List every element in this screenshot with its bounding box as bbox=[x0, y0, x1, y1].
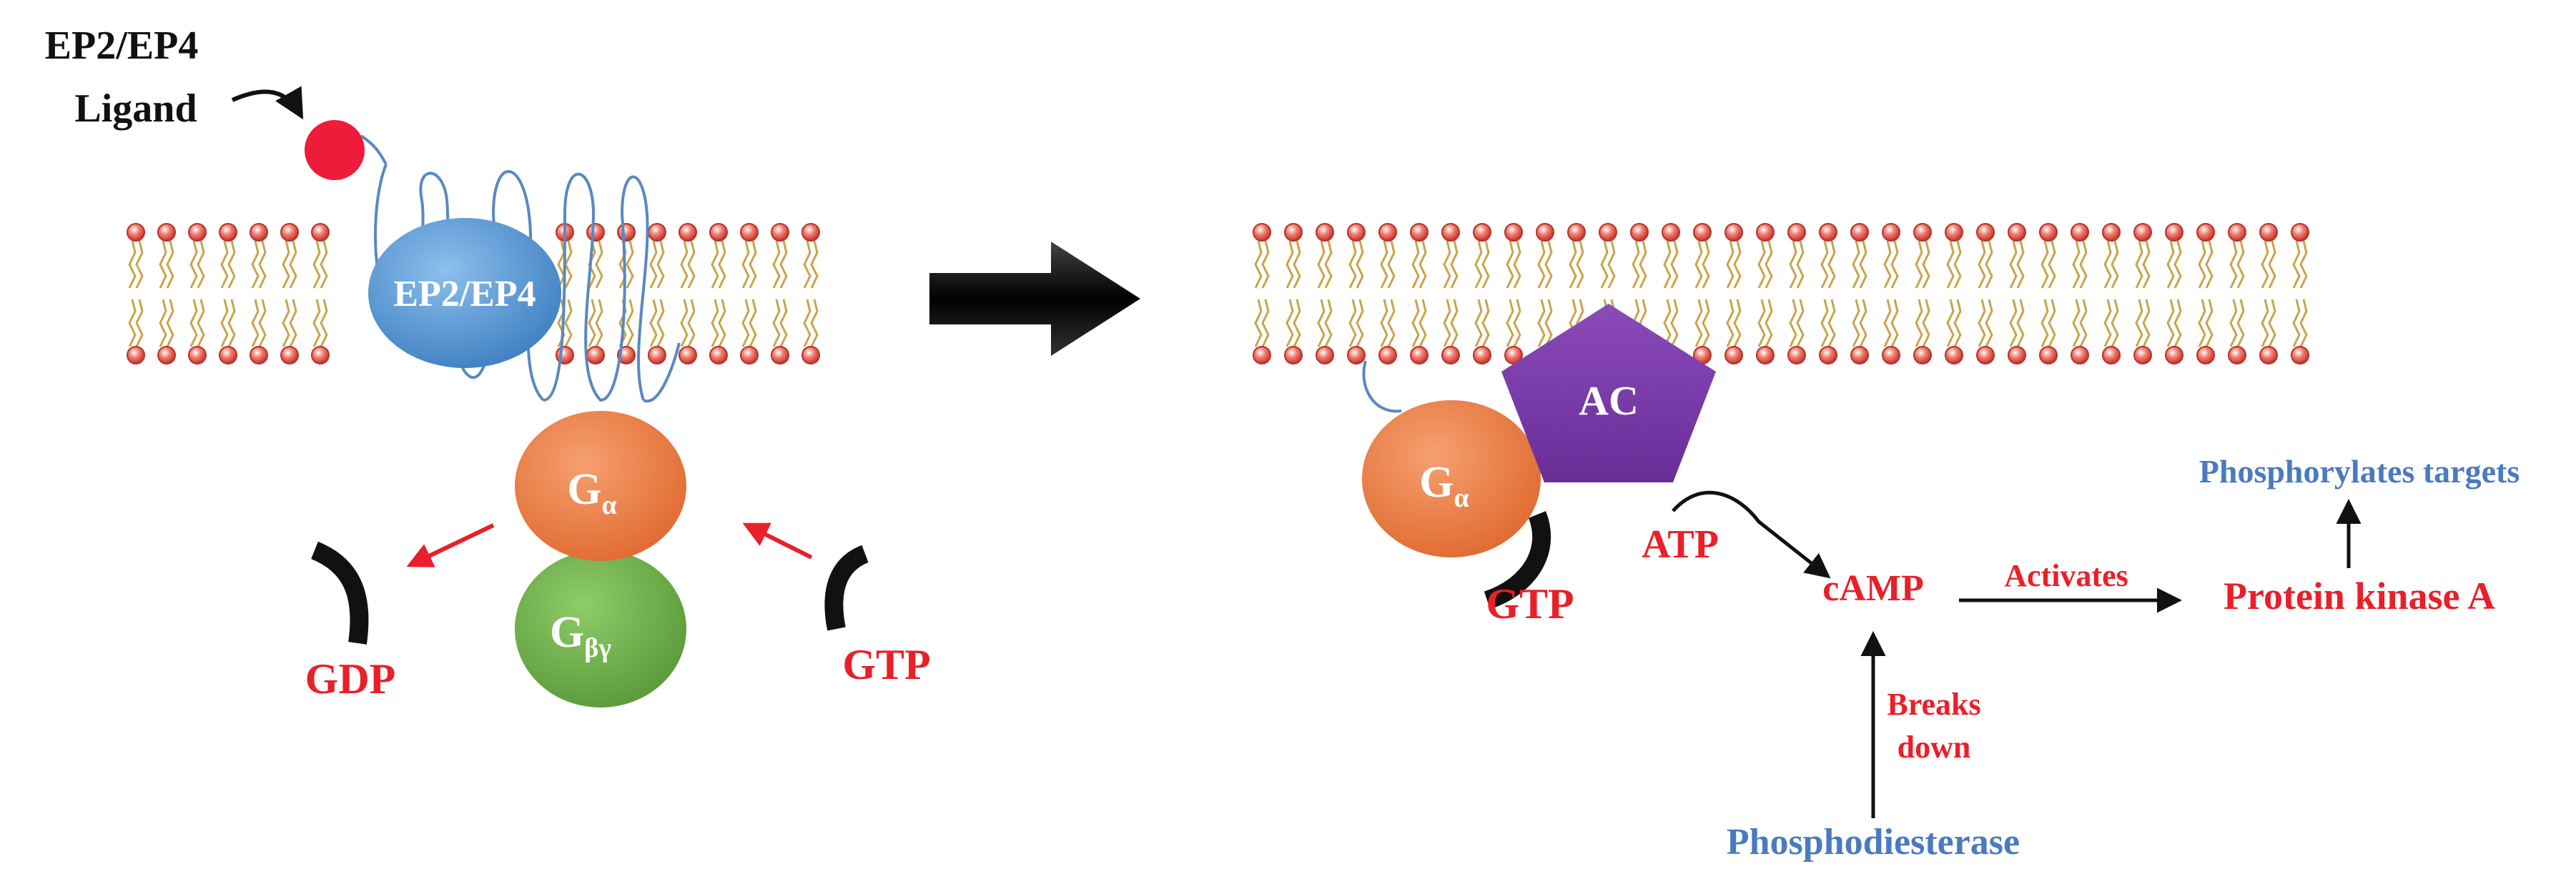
g-alpha-tether bbox=[1362, 360, 1402, 413]
ac-label: AC bbox=[1579, 377, 1639, 424]
g-beta-gamma-label: Gβγ bbox=[550, 608, 611, 663]
phospholipid bbox=[1724, 223, 1743, 364]
phospholipid bbox=[678, 223, 697, 364]
phospholipid bbox=[2071, 223, 2089, 364]
gdp-label: GDP bbox=[305, 655, 396, 702]
transition-arrow-icon bbox=[929, 242, 1140, 356]
atp-label: ATP bbox=[1642, 522, 1719, 567]
phospholipid bbox=[1441, 223, 1460, 364]
phospholipid bbox=[1913, 223, 1932, 364]
gtp-molecule-icon bbox=[824, 545, 869, 631]
breaks-down-line2: down bbox=[1898, 730, 1971, 765]
ep2-ep4-ligand bbox=[305, 120, 365, 180]
pde-label: Phosphodiesterase bbox=[1727, 822, 2020, 863]
phospholipid bbox=[280, 223, 299, 364]
phospholipid bbox=[1850, 223, 1869, 364]
release-arrow-icon bbox=[406, 523, 495, 567]
phospholipid bbox=[2228, 223, 2246, 364]
phospholipid bbox=[1819, 223, 1837, 364]
phospholipid bbox=[188, 223, 207, 364]
adenylyl-cyclase bbox=[1501, 304, 1716, 482]
phospholipid bbox=[2039, 223, 2058, 364]
reaction-arrow-icon bbox=[1672, 490, 1831, 579]
phospholipid bbox=[127, 223, 145, 364]
phospholipid bbox=[2196, 223, 2215, 364]
phospholipid bbox=[648, 223, 666, 364]
phospholipid bbox=[1378, 223, 1397, 364]
gtp-bound-icon bbox=[1484, 511, 1551, 610]
phospholipid bbox=[1976, 223, 1995, 364]
receptor-label: EP2/EP4 bbox=[393, 274, 536, 314]
ligand-label-line1: EP2/EP4 bbox=[45, 24, 199, 68]
cell-membrane-left bbox=[127, 223, 820, 364]
phospholipid bbox=[1504, 223, 1523, 364]
phospholipid bbox=[709, 223, 728, 364]
phospholipid bbox=[2291, 223, 2309, 364]
phospholipid bbox=[2259, 223, 2278, 364]
phospholipid bbox=[771, 223, 789, 364]
phospholipid bbox=[2165, 223, 2183, 364]
binding-gtp-arrow-icon bbox=[742, 522, 813, 560]
ep2-ep4-receptor bbox=[368, 218, 561, 368]
binding-arrow-icon bbox=[231, 86, 304, 120]
phosphorylates-label: Phosphorylates targets bbox=[2199, 453, 2520, 490]
phospholipid bbox=[1787, 223, 1806, 364]
gdp-molecule-icon bbox=[310, 541, 369, 645]
phospholipid bbox=[1945, 223, 1963, 364]
cell-membrane-right bbox=[1253, 223, 2309, 364]
phospholipid bbox=[1253, 223, 1271, 364]
phospholipid bbox=[1410, 223, 1428, 364]
phospholipid bbox=[1347, 223, 1366, 364]
breaks-down-line1: Breaks bbox=[1887, 687, 1980, 722]
g-alpha-protein bbox=[515, 411, 686, 561]
phospholipid bbox=[250, 223, 268, 364]
phospholipid bbox=[740, 223, 759, 364]
phospholipid bbox=[219, 223, 237, 364]
g-alpha-label: Gα bbox=[567, 465, 616, 520]
gtp-label-left: GTP bbox=[842, 641, 930, 688]
phospholipid bbox=[1473, 223, 1491, 364]
phospholipid bbox=[311, 223, 330, 364]
g-alpha-label-active: Gα bbox=[1419, 458, 1469, 513]
phospholipid bbox=[801, 223, 820, 364]
activates-label: Activates bbox=[2004, 558, 2128, 593]
g-beta-gamma-protein bbox=[515, 550, 686, 707]
phospholipid bbox=[2008, 223, 2026, 364]
phospholipid bbox=[1284, 223, 1303, 364]
gtp-label-right: GTP bbox=[1486, 580, 1574, 627]
phospholipid bbox=[157, 223, 176, 364]
pka-label: Protein kinase A bbox=[2224, 575, 2495, 617]
phospholipid bbox=[2133, 223, 2152, 364]
panel-left: EP2/EP4 EP2/EP4 Ligand Gβγ Gα GDP GTP bbox=[45, 24, 931, 707]
ligand-label-line2: Ligand bbox=[74, 86, 197, 131]
g-alpha-protein-active bbox=[1362, 400, 1541, 557]
camp-label: cAMP bbox=[1822, 568, 1923, 609]
phospholipid bbox=[1693, 223, 1712, 364]
phospholipid bbox=[1316, 223, 1334, 364]
phospholipid bbox=[1882, 223, 1900, 364]
phospholipid bbox=[586, 223, 605, 364]
phospholipid bbox=[1756, 223, 1775, 364]
phospholipid bbox=[2102, 223, 2121, 364]
panel-right: Gα AC GTP ATP cAMP Activates Protein kin… bbox=[1362, 304, 2520, 863]
